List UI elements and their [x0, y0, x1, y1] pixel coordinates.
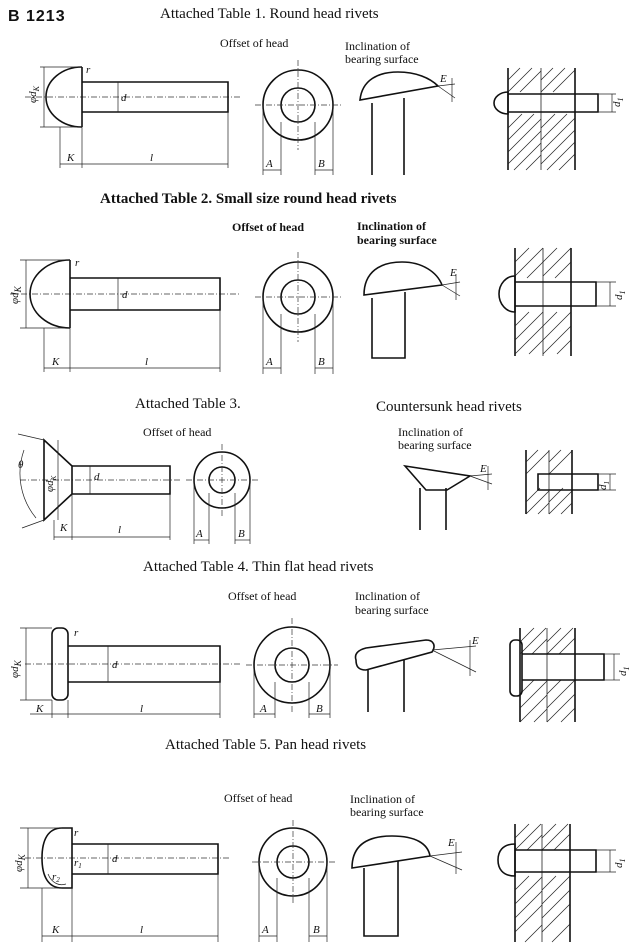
table-4-k-label: K [35, 703, 44, 715]
table-3-inclination-view: E [405, 463, 492, 530]
table-5-drawings: φdK d r r1 r2 K l A B E [13, 760, 627, 947]
table-5-side-view: φdK d r r1 r2 K l [13, 827, 230, 942]
table-1-inclination-label-1: Inclination of [345, 39, 410, 53]
table-3-dk-label: φdK [44, 475, 58, 492]
table-4-offset-view: A B [246, 618, 338, 718]
table-5-r1-label: r1 [74, 857, 82, 870]
table-2-k-label: K [51, 356, 60, 368]
table-5-section-view: d1 [498, 824, 627, 942]
document-code: B 1213 [8, 8, 66, 25]
table-3-inclination-label-2: bearing surface [398, 438, 472, 452]
table-1-l-label: l [150, 152, 153, 164]
table-1-section-view: d1 [494, 68, 625, 170]
table-1-d-label: d [121, 92, 127, 104]
table-5-e-label: E [447, 837, 455, 849]
table-1-a-label: A [265, 158, 273, 170]
table-1-dk-label: φdK [27, 85, 41, 103]
table-3-side-view: θ φdK d K l [18, 434, 180, 540]
table-4-a-label: A [259, 703, 267, 715]
table-3-section-view: d1 [526, 450, 616, 514]
table-2-e-label: E [449, 267, 457, 279]
table-4-d-label: d [112, 659, 118, 671]
table-1-inclination-label-2: bearing surface [345, 52, 419, 66]
table-5-inclination-label-2: bearing surface [350, 805, 424, 819]
table-1-e-label: E [439, 73, 447, 85]
table-5-inclination-label-1: Inclination of [350, 792, 415, 806]
table-1-side-view: φdK d r K l [25, 64, 240, 168]
table-1-r-label: r [86, 64, 91, 76]
table-4-title: Attached Table 4. Thin flat head rivets [143, 559, 374, 575]
table-3-title-right: Countersunk head rivets [376, 399, 522, 415]
table-3-a-label: A [195, 528, 203, 540]
table-5-a-label: A [261, 924, 269, 936]
table-2-inclination-label-2: bearing surface [357, 233, 437, 247]
table-3-d-label: d [94, 471, 100, 483]
table-5-l-label: l [140, 924, 143, 936]
table-2-d1-label: d1 [613, 291, 627, 301]
table-4-inclination-view: E [355, 635, 479, 712]
table-2-offset-label: Offset of head [232, 220, 304, 234]
table-5-d1-label: d1 [613, 859, 627, 869]
table-2-inclination-view: E [364, 262, 460, 358]
table-4-drawings: φdK d r K l A B E [9, 560, 631, 730]
table-3-k-label: K [59, 522, 68, 534]
table-2-section-view: d1 [499, 248, 627, 356]
table-4-section-view: d1 [510, 628, 631, 722]
table-2-l-label: l [145, 356, 148, 368]
table-3-l-label: l [118, 524, 121, 536]
table-5-r2-label: r2 [52, 871, 60, 884]
table-5-b-label: B [313, 924, 320, 936]
table-3-offset-label: Offset of head [143, 425, 212, 439]
table-4-dk-label: φdK [9, 659, 23, 678]
table-3-drawings: θ φdK d K l A B E [0, 380, 634, 560]
table-1-inclination-view: E [360, 72, 455, 175]
table-3-b-label: B [238, 528, 245, 540]
table-3-e-label: E [479, 463, 487, 475]
table-5-k-label: K [51, 924, 60, 936]
table-4-l-label: l [140, 703, 143, 715]
table-3-theta-label: θ [18, 459, 24, 471]
table-4-inclination-label-1: Inclination of [355, 589, 420, 603]
table-1-b-label: B [318, 158, 325, 170]
table-3-d1-label: d1 [597, 481, 611, 490]
table-4-b-label: B [316, 703, 323, 715]
table-2-drawings: φdK d r K l A B E [9, 180, 627, 380]
table-2-dk-label: φdK [9, 285, 23, 304]
table-2-d-label: d [122, 289, 128, 301]
table-4-d1-label: d1 [617, 667, 631, 677]
table-5-dk-label: φdK [13, 853, 27, 872]
table-4-r-label: r [74, 627, 79, 639]
table-1-offset-view: A B [255, 60, 342, 175]
table-1-drawings: φdK d r K l A B E [0, 0, 625, 180]
table-2-r-label: r [75, 257, 80, 269]
table-2-title: Attached Table 2. Small size round head … [100, 191, 397, 207]
table-1-d1-label: d1 [611, 98, 625, 108]
table-5-offset-view: A B [252, 820, 336, 942]
table-4-side-view: φdK d r K l [9, 627, 240, 718]
table-2-a-label: A [265, 356, 273, 368]
table-5-title: Attached Table 5. Pan head rivets [165, 737, 367, 753]
table-3-title: Attached Table 3. [135, 396, 241, 412]
table-1-k-label: K [66, 152, 75, 164]
table-5-r-label: r [74, 827, 79, 839]
table-5-inclination-view: E [352, 836, 462, 936]
table-2-inclination-label-1: Inclination of [357, 219, 427, 233]
table-4-e-label: E [471, 635, 479, 647]
table-2-b-label: B [318, 356, 325, 368]
table-2-offset-view: A B [255, 252, 342, 374]
table-5-d-label: d [112, 853, 118, 865]
table-3-offset-view: A B [186, 444, 258, 544]
table-4-inclination-label-2: bearing surface [355, 603, 429, 617]
table-4-offset-label: Offset of head [228, 589, 297, 603]
table-3-inclination-label-1: Inclination of [398, 425, 463, 439]
table-5-offset-label: Offset of head [224, 791, 293, 805]
table-2-side-view: φdK d r K l [9, 257, 240, 372]
table-1-offset-label: Offset of head [220, 36, 289, 50]
table-1-title: Attached Table 1. Round head rivets [160, 6, 379, 22]
